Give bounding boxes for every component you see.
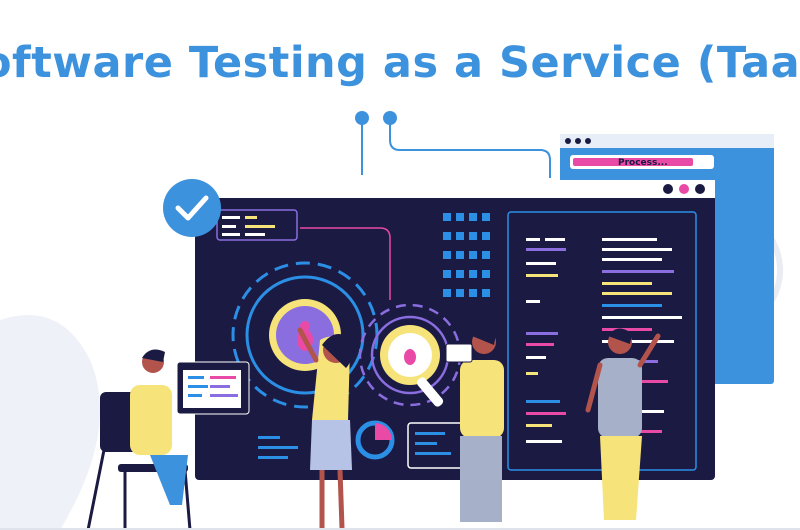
person-reviewing-code: [585, 328, 661, 520]
person-inspecting: [297, 327, 353, 529]
magnifier-icon: [380, 325, 444, 407]
person-with-laptop: [86, 349, 250, 530]
background-blob-left: [0, 315, 100, 530]
connector-lines: [355, 111, 551, 178]
process-label: Process...: [618, 158, 668, 168]
check-badge-icon: [163, 179, 221, 237]
pie-icon: [355, 420, 395, 460]
banner-headline: oftware Testing as a Service (Taa: [0, 38, 800, 88]
person-with-tablet: [445, 328, 504, 522]
